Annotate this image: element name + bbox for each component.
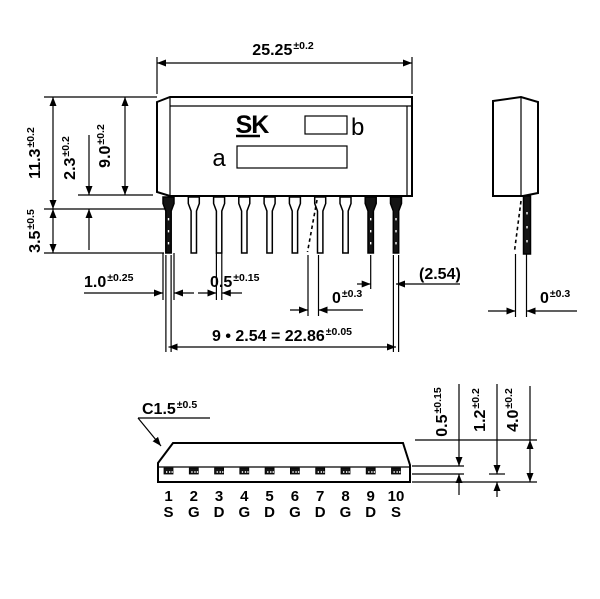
- bottom-pin: [264, 467, 275, 475]
- pin-number: 3: [215, 488, 223, 505]
- sanken-logo: SK: [236, 111, 270, 139]
- pin-function: S: [163, 504, 173, 521]
- dim-label-lead-width-wide: 1.0±0.25: [84, 272, 134, 291]
- dim-label-chamfer: C1.5±0.5: [142, 399, 197, 418]
- bottom-pin: [289, 467, 300, 475]
- bottom-view: C1.5±0.5 1 2 3 4 5 6 7 8 9 10 S G D G D …: [137, 399, 411, 521]
- front-pin-10: [389, 196, 403, 254]
- bottom-pin-dots: [166, 471, 401, 473]
- pin-function: G: [289, 504, 301, 521]
- lead-bend-tolerance-dashed-line: [513, 200, 522, 252]
- dim-label-lead-pitch: (2.54): [419, 266, 461, 283]
- dim-label-body-height: 9.0±0.2: [95, 124, 114, 168]
- pin-number: 8: [341, 488, 349, 505]
- front-pin-4: [238, 196, 251, 254]
- dim-label-body-thickness: 4.0±0.2: [503, 388, 522, 432]
- chamfer-leader-arrow: [137, 417, 162, 447]
- marking-area-a: [236, 145, 348, 169]
- pin-number: 4: [240, 488, 249, 505]
- dim-label-shoulder: 2.3±0.2: [60, 136, 79, 180]
- pin-highlight-dots: [167, 218, 397, 245]
- side-view: 0±0.3: [488, 95, 577, 317]
- pin-highlight-dots: [526, 212, 528, 243]
- side-pin: [522, 195, 532, 255]
- bottom-pin: [365, 467, 376, 475]
- pin-number: 7: [316, 488, 324, 505]
- package-body-bottom: [157, 442, 411, 483]
- front-pin-1: [162, 196, 175, 254]
- dim-label-lead-bend: 0±0.3: [332, 288, 362, 307]
- front-view-dimensions: 25.25±0.2 11.3±0.2 9.0±0.2 2.3±0.2 3.5±0…: [25, 40, 461, 352]
- dim-label-width: 25.25±0.2: [252, 40, 314, 59]
- bottom-pin: [315, 467, 326, 475]
- bottom-pin: [188, 467, 199, 475]
- pin-numbers: 1 2 3 4 5 6 7 8 9 10: [164, 488, 404, 505]
- pin-function: D: [365, 504, 376, 521]
- bottom-pin: [239, 467, 250, 475]
- pin-number: 5: [265, 488, 273, 505]
- pin-number: 6: [291, 488, 299, 505]
- pin-number: 1: [164, 488, 172, 505]
- pin-function: D: [264, 504, 275, 521]
- pin-function: D: [214, 504, 225, 521]
- package-body-side: [492, 95, 539, 197]
- dim-label-lead-width-narrow: 0.5±0.15: [210, 272, 260, 291]
- marking-a-label: a: [212, 145, 226, 172]
- marking-area-b: [304, 115, 348, 135]
- dim-label-lead-thickness: 0.5±0.15: [432, 387, 451, 437]
- front-pin-3: [212, 196, 226, 254]
- pin-function: D: [315, 504, 326, 521]
- front-pin-2: [187, 196, 201, 254]
- front-view: SK b a: [156, 96, 413, 254]
- front-pin-7: [313, 196, 327, 254]
- front-pin-6: [288, 196, 302, 254]
- pin-number: 10: [388, 488, 405, 505]
- pin-function: G: [188, 504, 200, 521]
- pin-number: 9: [367, 488, 375, 505]
- bottom-pin: [163, 467, 174, 475]
- marking-b-label: b: [351, 114, 364, 141]
- pin-number: 2: [190, 488, 198, 505]
- bottom-pin-sections: [163, 467, 401, 475]
- dim-label-total-height: 11.3±0.2: [25, 127, 44, 179]
- bottom-pin: [391, 467, 401, 475]
- dim-label-lead-length: 3.5±0.5: [25, 209, 44, 253]
- lead-bend-tolerance-dashed-line: [306, 199, 318, 253]
- front-pin-5: [263, 196, 276, 254]
- front-pin-8: [339, 196, 352, 254]
- pin-function: G: [238, 504, 250, 521]
- bottom-pin: [214, 467, 225, 475]
- bottom-view-dimensions: 0.5±0.15 1.2±0.2 4.0±0.2: [412, 384, 537, 497]
- front-pin-9: [364, 196, 377, 254]
- pin-function: G: [340, 504, 352, 521]
- pin-function: S: [391, 504, 401, 521]
- pin-function-labels: S G D G D G D G D S: [163, 504, 401, 521]
- dim-label-lead-bend-side: 0±0.3: [540, 288, 570, 307]
- bottom-pin: [340, 467, 351, 475]
- dim-label-lead-offset: 1.2±0.2: [470, 388, 489, 432]
- dim-label-lead-span: 9 • 2.54 = 22.86±0.05: [212, 326, 352, 345]
